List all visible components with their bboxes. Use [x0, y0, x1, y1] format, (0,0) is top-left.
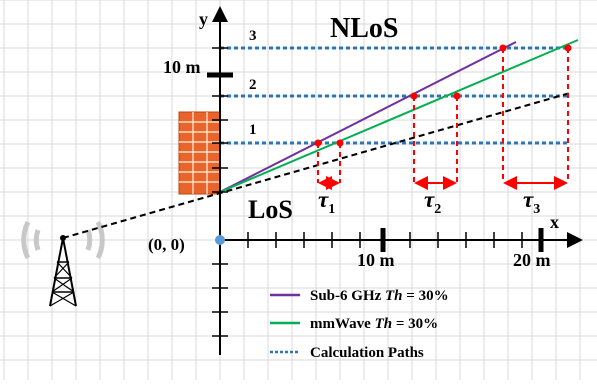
y-tick-label-3: 3 — [249, 28, 257, 44]
los-label: LoS — [248, 195, 293, 224]
intersection-point — [564, 44, 572, 52]
x-axis-label: x — [550, 212, 559, 232]
legend: Sub-6 GHz Th = 30% mmWave Th = 30% Calcu… — [270, 288, 449, 361]
brick-wall-icon — [178, 111, 221, 195]
intersection-point — [499, 44, 507, 52]
legend-item-calc-paths: Calculation Paths — [270, 345, 424, 361]
axes — [207, 6, 583, 355]
origin-label: (0, 0) — [148, 235, 185, 254]
svg-text:Calculation Paths: Calculation Paths — [310, 345, 424, 361]
tau-1-label: τ1 — [318, 187, 335, 217]
intersection-point — [314, 139, 322, 147]
legend-item-sub6: Sub-6 GHz Th = 30% — [270, 288, 449, 304]
intersection-point — [410, 92, 418, 100]
y-tick-label-2: 2 — [249, 77, 257, 93]
intersection-point — [453, 92, 461, 100]
svg-text:mmWave Th = 30%: mmWave Th = 30% — [310, 316, 438, 332]
calculation-paths — [220, 46, 570, 145]
origin-point — [215, 235, 225, 245]
x-tick-label-20m: 20 m — [513, 250, 551, 270]
intersection-point — [336, 139, 344, 147]
y-unit-label: 10 m — [163, 57, 201, 77]
antenna-tower-icon — [21, 220, 105, 307]
y-axis-label: y — [199, 9, 208, 29]
tau-3-label: τ3 — [523, 187, 540, 217]
x-tick-label-10m: 10 m — [357, 250, 395, 270]
svg-text:Sub-6 GHz Th = 30%: Sub-6 GHz Th = 30% — [310, 288, 449, 304]
tau-2-label: τ2 — [424, 187, 441, 217]
legend-item-mmwave: mmWave Th = 30% — [270, 316, 438, 332]
sub6-threshold-line — [219, 41, 517, 193]
nlos-label: NLoS — [330, 13, 398, 44]
mmwave-threshold-line — [219, 39, 579, 193]
los-boundary-line — [62, 92, 571, 239]
tau-markers — [314, 44, 572, 190]
y-tick-label-1: 1 — [249, 122, 257, 138]
